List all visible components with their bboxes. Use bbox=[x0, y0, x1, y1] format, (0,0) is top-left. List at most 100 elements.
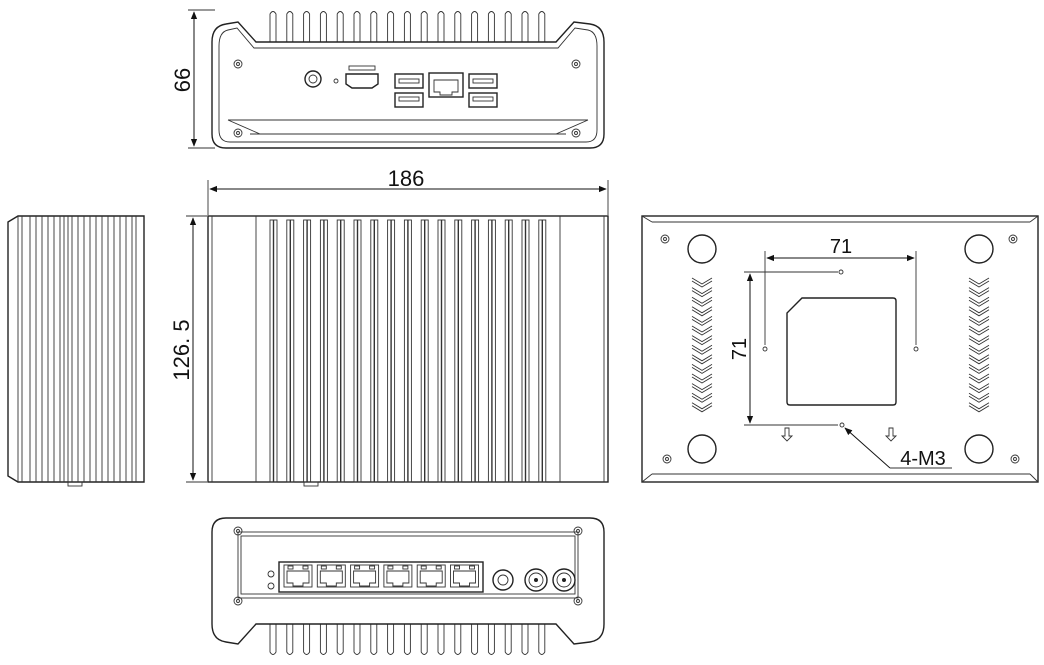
cooling-fin bbox=[286, 11, 294, 42]
cooling-fin bbox=[353, 11, 361, 42]
vent-chevron bbox=[968, 316, 990, 326]
led-icon bbox=[333, 78, 339, 84]
cooling-fin bbox=[336, 11, 344, 42]
dim-label-71-v: 71 bbox=[729, 338, 751, 360]
antenna-port-icon bbox=[524, 568, 548, 592]
cooling-fin bbox=[538, 11, 546, 42]
vent-chevron bbox=[968, 335, 990, 346]
cooling-fin bbox=[319, 11, 327, 42]
vent-chevron bbox=[691, 373, 713, 384]
usb-port-icon bbox=[394, 73, 424, 89]
cooling-fin bbox=[319, 624, 327, 655]
cooling-fin bbox=[504, 624, 512, 655]
screw-callout: 4-M3 bbox=[844, 427, 952, 470]
front-top-fins bbox=[269, 11, 546, 42]
front-view bbox=[211, 11, 605, 149]
cooling-fin bbox=[437, 11, 445, 42]
screw-icon bbox=[660, 234, 670, 244]
vent-chevron bbox=[968, 296, 990, 307]
vent-chevron bbox=[691, 392, 713, 403]
antenna-port-icon bbox=[552, 568, 576, 592]
cooling-fin bbox=[521, 624, 529, 655]
rear-view bbox=[211, 517, 605, 655]
cooling-fin bbox=[454, 11, 462, 42]
mount-hole-icon bbox=[762, 346, 768, 352]
cooling-fin bbox=[538, 624, 546, 655]
screw-icon bbox=[233, 596, 243, 606]
dimension-mount-vertical: 71 bbox=[729, 271, 838, 426]
screw-note-label: 4-M3 bbox=[900, 448, 946, 470]
screw-icon bbox=[233, 128, 243, 138]
rubber-foot-icon bbox=[964, 234, 994, 264]
dim-label-186: 186 bbox=[388, 166, 425, 191]
cooling-fin bbox=[353, 624, 361, 655]
screw-icon bbox=[233, 526, 243, 536]
dimension-height-66: 66 bbox=[170, 9, 215, 149]
cooling-fin bbox=[504, 11, 512, 42]
vent-chevron bbox=[691, 316, 713, 326]
screw-icon bbox=[233, 59, 243, 69]
screw-icon bbox=[662, 454, 672, 464]
vent-chevron bbox=[691, 354, 713, 365]
lan-ports bbox=[283, 564, 479, 588]
top-view bbox=[207, 215, 609, 487]
thermal-pad-outline bbox=[786, 297, 897, 406]
down-arrow-icon bbox=[780, 427, 794, 442]
vent-chevron bbox=[691, 364, 713, 374]
cooling-fin bbox=[420, 624, 428, 655]
screw-icon bbox=[571, 128, 581, 138]
cooling-fin bbox=[370, 624, 378, 655]
vent-chevron bbox=[691, 383, 713, 394]
screw-icon bbox=[573, 596, 583, 606]
dimension-width-186: 186 bbox=[207, 166, 609, 215]
usb-port-icon bbox=[468, 73, 498, 89]
ethernet-port-icon bbox=[416, 564, 446, 588]
dimension-depth-126-5: 126. 5 bbox=[169, 215, 207, 483]
dim-label-66: 66 bbox=[170, 68, 195, 92]
led-icon bbox=[267, 582, 275, 590]
vent-chevron bbox=[691, 287, 713, 298]
vent-chevrons-left bbox=[691, 277, 713, 413]
cooling-fin bbox=[303, 624, 311, 655]
led-icon bbox=[267, 570, 275, 578]
side-fins bbox=[29, 216, 127, 482]
vent-chevron bbox=[691, 296, 713, 307]
cooling-fin bbox=[403, 11, 411, 42]
mount-hole-icon bbox=[839, 422, 845, 428]
mount-hole-icon bbox=[913, 346, 919, 352]
vent-chevron bbox=[691, 306, 713, 317]
ethernet-port-icon bbox=[450, 564, 479, 588]
dim-label-126-5: 126. 5 bbox=[169, 319, 194, 380]
mount-hole-icon bbox=[838, 269, 844, 275]
cooling-fin bbox=[420, 11, 428, 42]
cooling-fin bbox=[487, 624, 495, 655]
dim-label-71-h: 71 bbox=[830, 236, 852, 258]
cooling-fin bbox=[336, 624, 344, 655]
rubber-foot-icon bbox=[687, 434, 717, 464]
vent-chevron bbox=[691, 344, 713, 355]
vent-chevrons-right bbox=[968, 277, 990, 413]
power-button-icon bbox=[304, 70, 322, 88]
ethernet-port-icon bbox=[428, 72, 464, 98]
vent-chevron bbox=[968, 306, 990, 317]
cooling-fin bbox=[370, 11, 378, 42]
screw-icon bbox=[573, 526, 583, 536]
cooling-fin bbox=[387, 624, 395, 655]
usb-port-icon bbox=[394, 92, 424, 108]
cooling-fin bbox=[521, 11, 529, 42]
vent-chevron bbox=[691, 277, 713, 288]
screw-icon bbox=[1010, 454, 1020, 464]
cooling-fin bbox=[269, 624, 277, 655]
vent-chevron bbox=[968, 364, 990, 374]
vent-chevron bbox=[968, 383, 990, 394]
screw-icon bbox=[571, 59, 581, 69]
cooling-fin bbox=[454, 624, 462, 655]
ethernet-port-icon bbox=[283, 564, 313, 588]
top-fins bbox=[255, 216, 561, 483]
vent-chevron bbox=[968, 325, 990, 336]
vent-chevron bbox=[968, 402, 990, 413]
vent-chevron bbox=[691, 335, 713, 346]
rubber-foot-icon bbox=[964, 434, 994, 464]
side-view bbox=[7, 215, 145, 487]
dc-jack-icon bbox=[492, 569, 514, 591]
